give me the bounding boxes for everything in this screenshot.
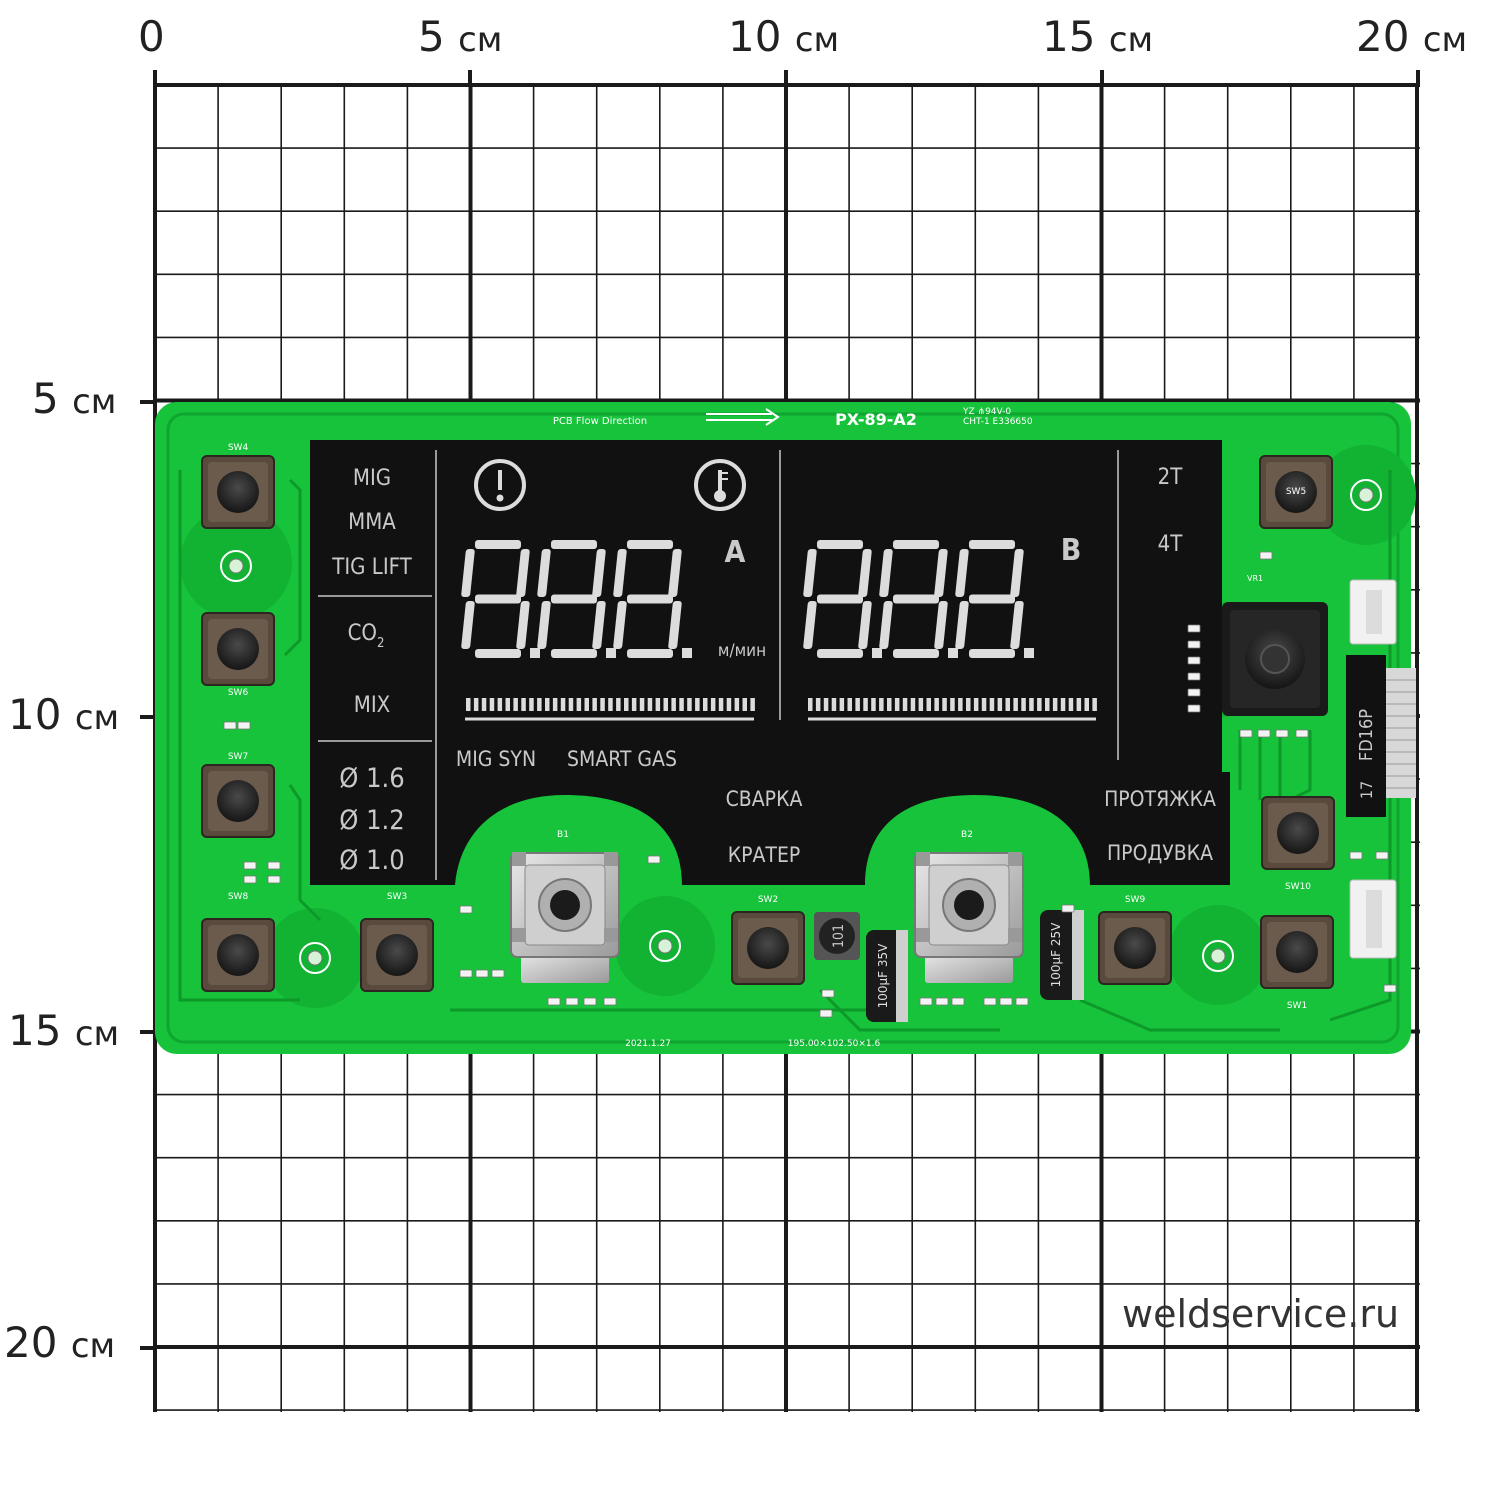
lcd-wire-12: Ø 1.2 [339,805,404,836]
encoder-label: B1 [557,830,569,840]
pot-label: VR1 [1247,574,1263,583]
flow-arrow-icon [706,408,780,426]
led-indicator [1350,479,1382,511]
switch-sw2[interactable]: SW2 [731,895,805,985]
switch-sw5[interactable]: SW5 [1259,455,1333,529]
led-indicator [220,550,252,582]
pcb-flow-label: PCB Flow Direction [553,416,647,427]
ruler-left-5: 5 см [32,374,117,423]
lcd-smart-gas: SMART GAS [567,747,677,771]
lcd-display [310,440,1230,885]
svg-text:FD16P: FD16P [1356,709,1377,761]
switch-sw10[interactable]: SW10 [1261,796,1335,892]
lcd-gas-mix: MIX [354,693,390,718]
switch-sw7[interactable]: SW7 [201,752,275,838]
seven-segment-display-b [803,540,1034,658]
switch-label: SW2 [758,895,778,905]
led-indicator [299,942,331,974]
switch-label: SW9 [1125,895,1146,905]
lcd-mig-syn: MIG SYN [456,747,536,771]
seven-segment-display-a [461,540,692,658]
ruler-left-20: 20 см [4,1318,116,1367]
capacitor-c2: 100μF 35V [866,930,908,1022]
svg-text:101: 101 [831,924,847,948]
svg-text:17: 17 [1357,781,1376,799]
ruler-top-5: 5 см [418,12,503,61]
pcb-cert-line2: CHT-1 E336650 [963,417,1033,427]
switch-label: SW1 [1287,1001,1307,1011]
lcd-unit-m-min: м/мин [718,641,766,661]
ruler-top-20: 20 см [1356,12,1468,61]
ruler-top-10: 10 см [728,12,840,61]
lcd-unit-a: A [725,535,746,570]
potentiometer-vr1[interactable] [1222,602,1328,716]
thermometer-icon [694,459,746,511]
switch-label: SW10 [1285,882,1311,892]
ruler-top-15: 15 см [1042,12,1154,61]
lcd-mode-tig-lift: TIG LIFT [331,555,412,580]
lcd-wire-10: Ø 1.0 [339,845,404,876]
pcb-cert-line1: YZ ⋔94V-0 [962,407,1011,417]
encoder-b1[interactable]: B1 [510,830,620,983]
watermark: weldservice.ru [1122,1292,1400,1336]
connector-con1 [1349,879,1397,959]
lcd-produvka: ПРОДУВКА [1107,841,1213,865]
switch-label: SW4 [228,443,249,453]
switch-sw9[interactable]: SW9 [1098,895,1172,985]
bargraph-a [466,698,755,711]
switch-label: SW6 [228,688,249,698]
bargraph-b [808,698,1097,721]
switch-sw3[interactable]: SW3 [360,892,434,992]
lcd-krater: КРАТЕР [728,843,801,867]
switch-sw1[interactable]: SW1 [1260,915,1334,1011]
flat-cable-connector: FD16P 17 [1346,655,1416,817]
lcd-unit-b: B [1061,533,1082,568]
lcd-gas-co2: CO2 [348,621,385,651]
switch-label: SW5 [1286,487,1306,497]
switch-sw4[interactable]: SW4 [201,443,275,529]
led-indicator [1202,940,1234,972]
lcd-protyazhka: ПРОТЯЖКА [1104,787,1216,811]
switch-label: SW7 [228,752,248,762]
capacitor-c1: 100μF 25V [1040,910,1084,1000]
lcd-4t: 4T [1158,532,1184,557]
ruler-top-0: 0 [138,12,165,61]
lcd-wire-16: Ø 1.6 [339,763,404,794]
inductor-l1: 101 [814,912,860,960]
pcb-model-label: PX-89-A2 [835,410,917,429]
led-indicator [649,930,681,962]
lcd-svarka: СВАРКА [726,787,803,811]
encoder-b2[interactable]: B2 [914,830,1024,983]
pcb-dimensions: 195.00×102.50×1.6 [788,1039,881,1049]
pcb-date-code: 2021.1.27 [625,1039,671,1049]
warning-icon [474,459,526,511]
svg-text:100μF 35V: 100μF 35V [876,943,890,1009]
lcd-mode-mma: MMA [348,510,396,535]
lcd-2t: 2T [1158,465,1184,490]
switch-label: SW3 [387,892,407,902]
switch-sw6[interactable]: SW6 [201,612,275,698]
switch-sw8[interactable]: SW8 [201,892,275,992]
encoder-label: B2 [961,830,973,840]
lcd-mode-mig: MIG [353,466,391,491]
ruler-left-10: 10 см [8,690,120,739]
switch-label: SW8 [228,892,249,902]
connector-con2 [1349,579,1397,645]
ruler-left-15: 15 см [8,1006,120,1055]
svg-text:100μF 25V: 100μF 25V [1049,922,1063,988]
